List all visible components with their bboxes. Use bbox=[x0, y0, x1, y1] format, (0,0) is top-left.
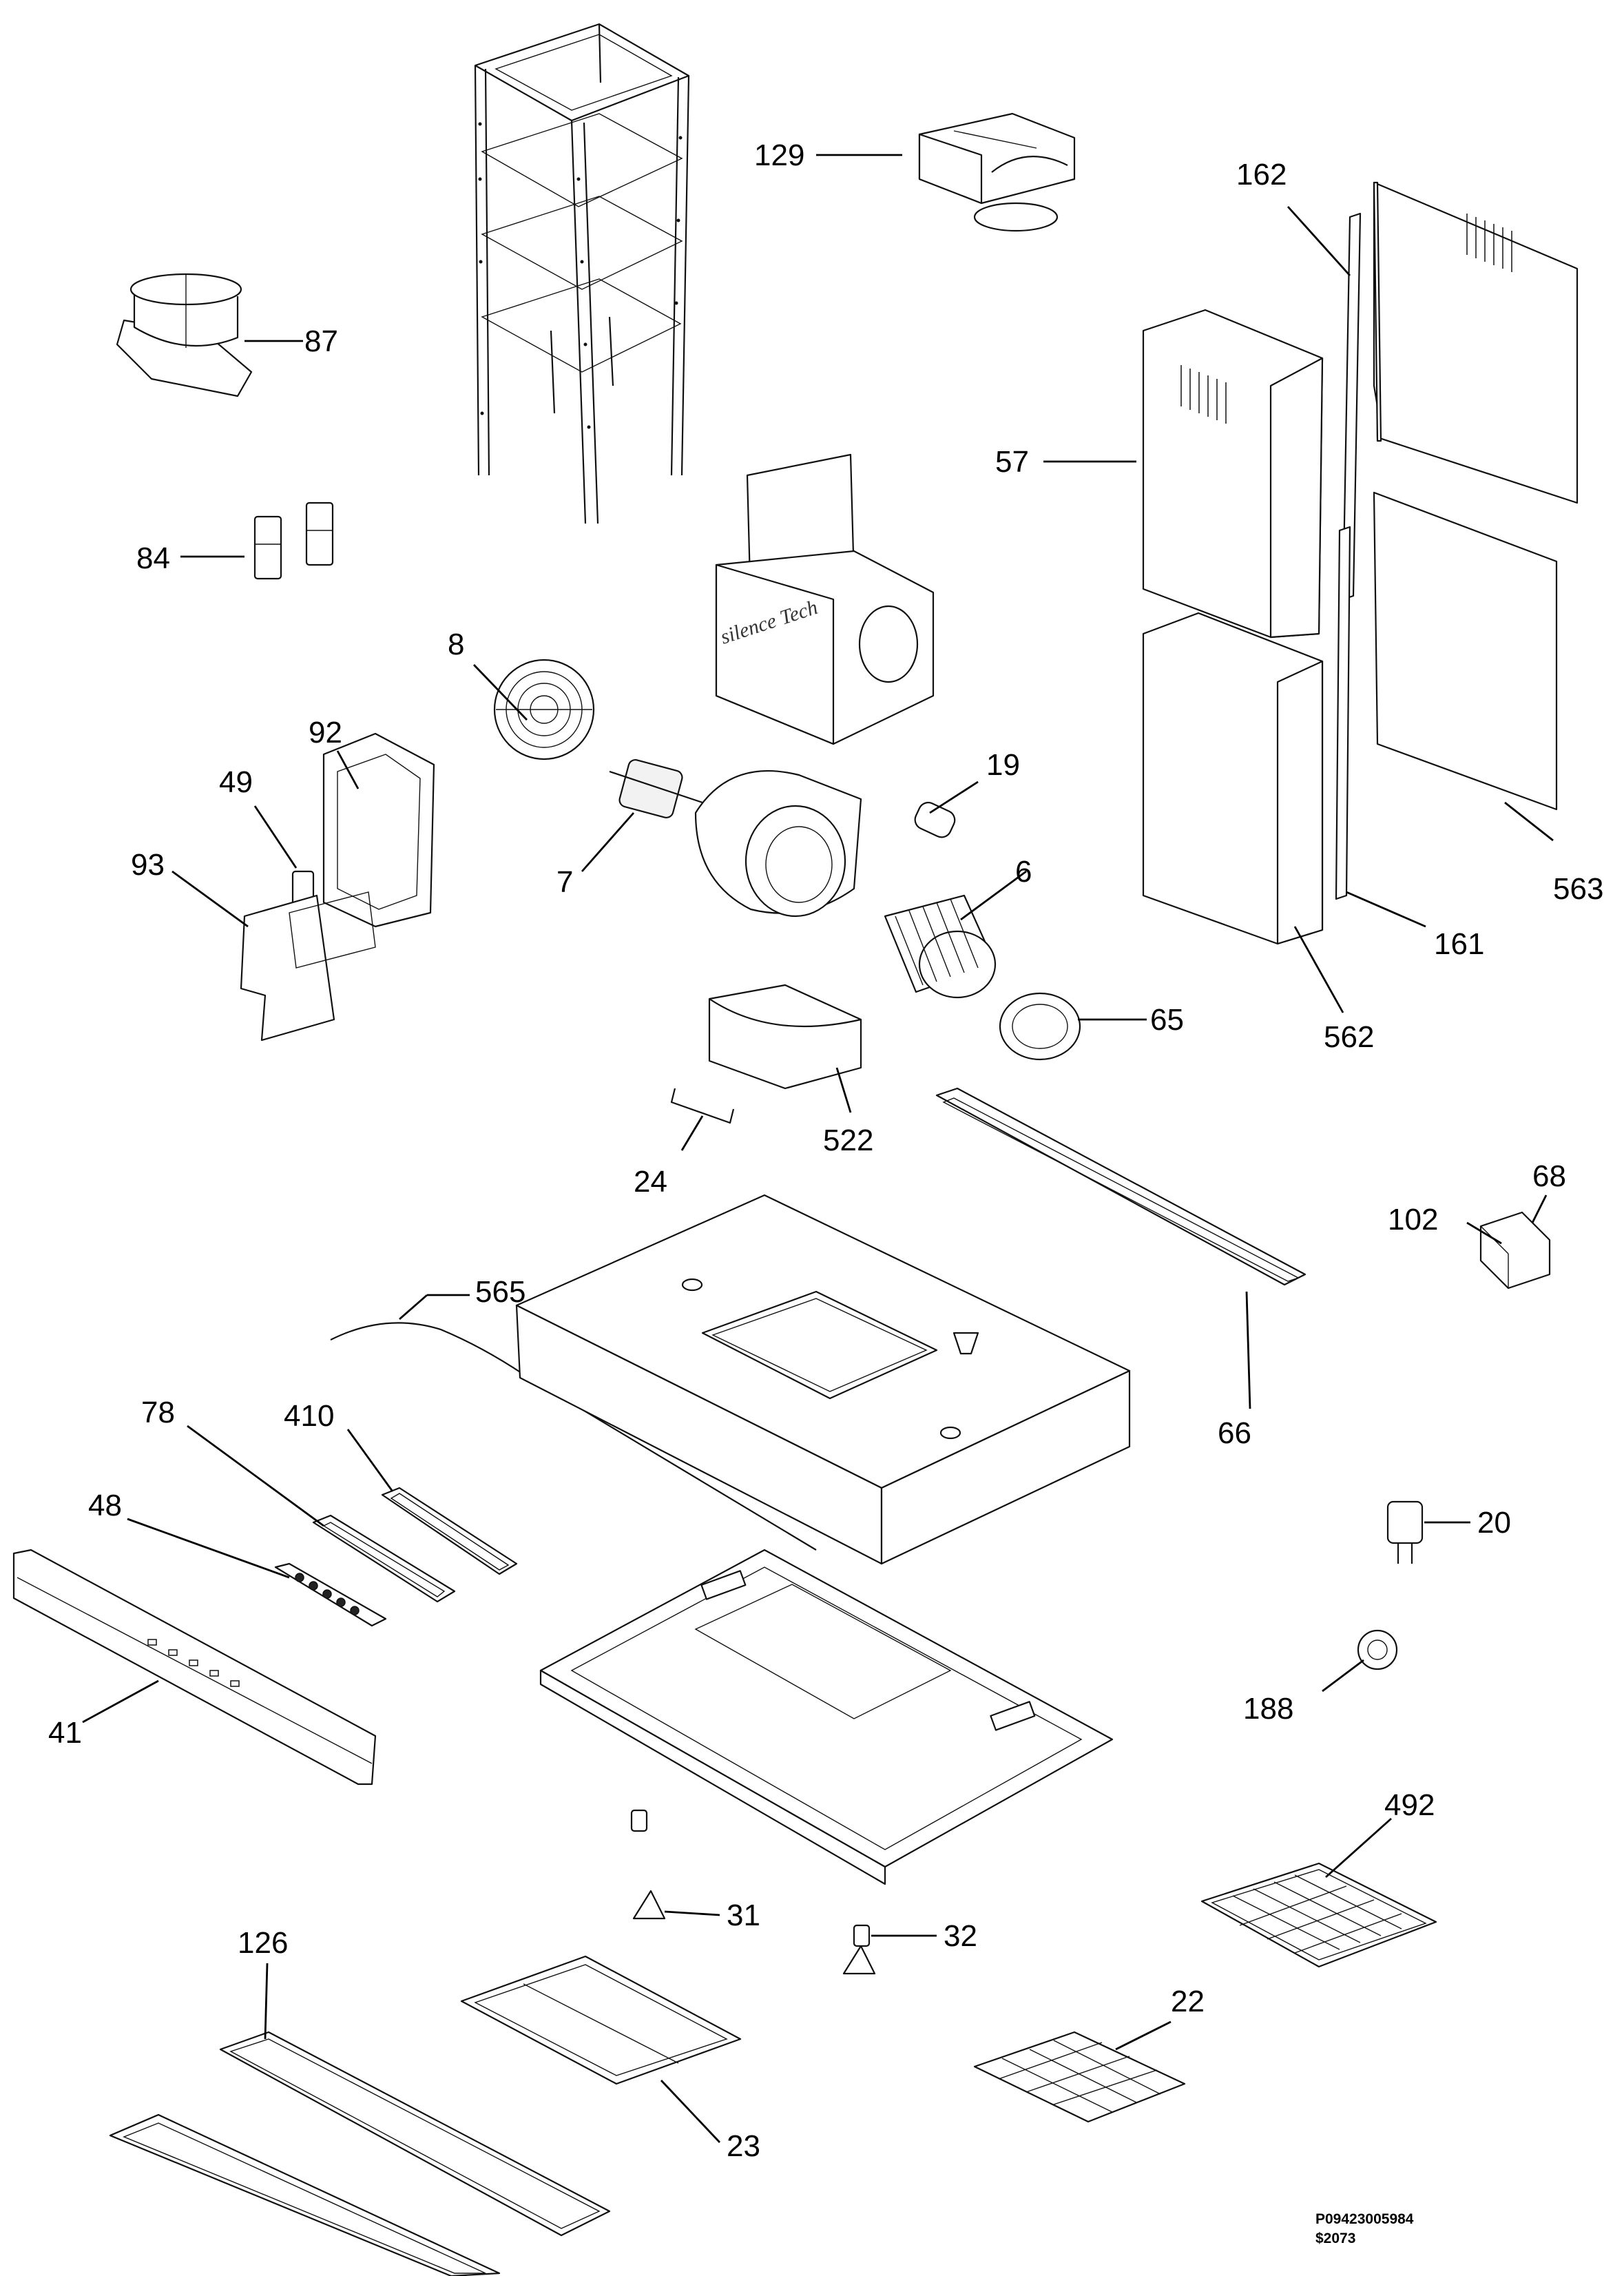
knob-31 bbox=[632, 1890, 666, 1920]
callout-66: 66 bbox=[1218, 1416, 1251, 1450]
callout-87: 87 bbox=[304, 324, 338, 358]
callout-7: 7 bbox=[556, 865, 573, 899]
duct-connector-87 bbox=[116, 273, 253, 397]
callout-24: 24 bbox=[634, 1165, 667, 1199]
pcb-93 bbox=[240, 891, 376, 1042]
callout-102: 102 bbox=[1388, 1203, 1438, 1237]
callout-84: 84 bbox=[136, 541, 170, 575]
callout-562: 562 bbox=[1324, 1020, 1374, 1054]
capacitor-19 bbox=[914, 801, 956, 838]
bar-410 bbox=[381, 1487, 518, 1575]
grease-grate-492 bbox=[1200, 1862, 1437, 1968]
callout-31: 31 bbox=[727, 1899, 760, 1932]
clips-84 bbox=[253, 501, 334, 580]
callout-68: 68 bbox=[1532, 1159, 1566, 1193]
cable-565 bbox=[330, 1322, 817, 1551]
callout-6: 6 bbox=[1015, 855, 1032, 889]
cover-panels bbox=[1142, 181, 1579, 945]
callout-126: 126 bbox=[238, 1926, 288, 1960]
callout-563: 563 bbox=[1553, 872, 1603, 906]
transformer-68 bbox=[1479, 1211, 1551, 1290]
callout-522: 522 bbox=[823, 1124, 873, 1157]
callout-410: 410 bbox=[284, 1399, 334, 1433]
callout-129: 129 bbox=[754, 138, 804, 172]
filter-tray-23 bbox=[460, 1955, 742, 2085]
callout-19: 19 bbox=[986, 748, 1020, 782]
callout-41: 41 bbox=[48, 1716, 82, 1750]
part-number-code: P09423005984 bbox=[1315, 2211, 1414, 2227]
callout-78: 78 bbox=[141, 1396, 175, 1429]
callout-49: 49 bbox=[219, 765, 253, 799]
front-fascia-41 bbox=[12, 1549, 377, 1786]
callout-23: 23 bbox=[727, 2129, 760, 2163]
charcoal-filter-22 bbox=[973, 2031, 1186, 2123]
fan-grille-8 bbox=[493, 659, 595, 761]
callout-8: 8 bbox=[448, 628, 464, 661]
duct-adapter-129 bbox=[918, 112, 1076, 232]
callout-492: 492 bbox=[1384, 1788, 1435, 1822]
chimney-frame bbox=[474, 23, 690, 524]
bar-78 bbox=[312, 1514, 456, 1603]
callout-57: 57 bbox=[995, 445, 1029, 479]
hood-body bbox=[515, 1194, 1131, 1565]
glass-panels-126 bbox=[109, 2031, 611, 2276]
callout-65: 65 bbox=[1150, 1003, 1184, 1037]
callout-48: 48 bbox=[88, 1489, 122, 1522]
callout-22: 22 bbox=[1171, 1985, 1205, 2018]
motor-housing: silence Tech bbox=[715, 453, 935, 745]
lamp-20 bbox=[1386, 1500, 1424, 1564]
leader-lines bbox=[82, 154, 1554, 2143]
rail-66 bbox=[935, 1087, 1307, 1286]
ring-65 bbox=[999, 992, 1081, 1061]
callout-565: 565 bbox=[475, 1275, 525, 1309]
callout-188: 188 bbox=[1243, 1692, 1293, 1726]
knob-lower bbox=[842, 1945, 876, 1975]
grommet-188 bbox=[1357, 1629, 1398, 1670]
revision-code: $2073 bbox=[1315, 2231, 1355, 2246]
callout-93: 93 bbox=[131, 848, 165, 882]
blower-housing bbox=[694, 770, 862, 918]
document-code: P09423005984 $2073 bbox=[1315, 2211, 1414, 2246]
clip-32 bbox=[853, 1924, 871, 1947]
callout-20: 20 bbox=[1477, 1506, 1511, 1540]
spring-24 bbox=[670, 1088, 735, 1124]
callout-32: 32 bbox=[944, 1919, 977, 1953]
callout-92: 92 bbox=[309, 716, 342, 749]
callout-labels: 129 162 87 57 84 8 92 49 19 93 7 6 563 1… bbox=[48, 138, 1603, 2163]
callout-161: 161 bbox=[1434, 927, 1484, 961]
fan-wheel-6 bbox=[884, 894, 997, 999]
clip-upper bbox=[630, 1809, 648, 1832]
control-box-92 bbox=[322, 732, 435, 928]
hood-tray bbox=[539, 1549, 1114, 1885]
callout-162: 162 bbox=[1236, 158, 1287, 192]
button-strip-48 bbox=[274, 1562, 387, 1627]
foam-522 bbox=[708, 984, 862, 1090]
motor-7 bbox=[609, 758, 703, 819]
